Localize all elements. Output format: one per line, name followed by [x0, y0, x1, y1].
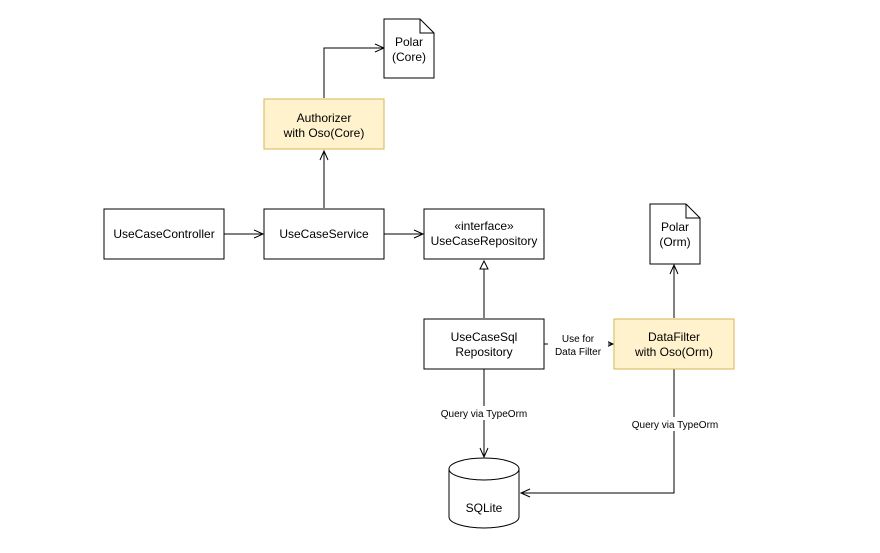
usecase-repository-node[interactable]: «interface» UseCaseRepository — [423, 208, 545, 260]
usecase-sql-repository-label-line1: UseCaseSql — [451, 330, 518, 344]
usecase-service-node[interactable]: UseCaseService — [263, 208, 385, 260]
authorizer-node[interactable]: Authorizer with Oso(Core) — [263, 98, 385, 150]
usecase-controller-node[interactable]: UseCaseController — [103, 208, 225, 260]
polar-orm-document[interactable]: Polar (Orm) — [649, 203, 701, 265]
datafilter-node[interactable]: DataFilter with Oso(Orm) — [613, 318, 735, 370]
authorizer-label-line2: with Oso(Core) — [283, 126, 365, 140]
sqlite-database[interactable]: SQLite — [448, 457, 520, 529]
authorizer-label-line1: Authorizer — [297, 111, 352, 125]
usecase-service-label: UseCaseService — [279, 227, 369, 241]
usecase-repository-label: UseCaseRepository — [431, 234, 538, 248]
datafilter-label-line1: DataFilter — [648, 330, 700, 344]
edge-label-data-filter: Data Filter — [555, 347, 602, 358]
polar-core-document[interactable]: Polar (Core) — [383, 18, 435, 79]
polar-orm-label-line1: Polar — [661, 220, 689, 234]
sqlite-label: SQLite — [466, 501, 503, 515]
datafilter-label-line2: with Oso(Orm) — [634, 345, 713, 359]
usecase-sql-repository-label-line2: Repository — [455, 345, 512, 359]
edge-authorizer-to-polar-core — [323, 43, 386, 98]
edge-label-use-for: Use for — [562, 334, 595, 345]
polar-core-label-line2: (Core) — [392, 50, 426, 64]
edge-label-query-datafilter: Query via TypeOrm — [632, 420, 719, 431]
usecase-repository-stereotype: «interface» — [454, 219, 514, 233]
polar-core-label-line1: Polar — [395, 35, 423, 49]
polar-orm-label-line2: (Orm) — [659, 235, 690, 249]
edge-datafilter-to-sqlite — [519, 369, 675, 498]
usecase-controller-label: UseCaseController — [113, 227, 214, 241]
edge-label-query-sql: Query via TypeOrm — [441, 409, 528, 420]
usecase-sql-repository-node[interactable]: UseCaseSql Repository — [423, 318, 545, 370]
